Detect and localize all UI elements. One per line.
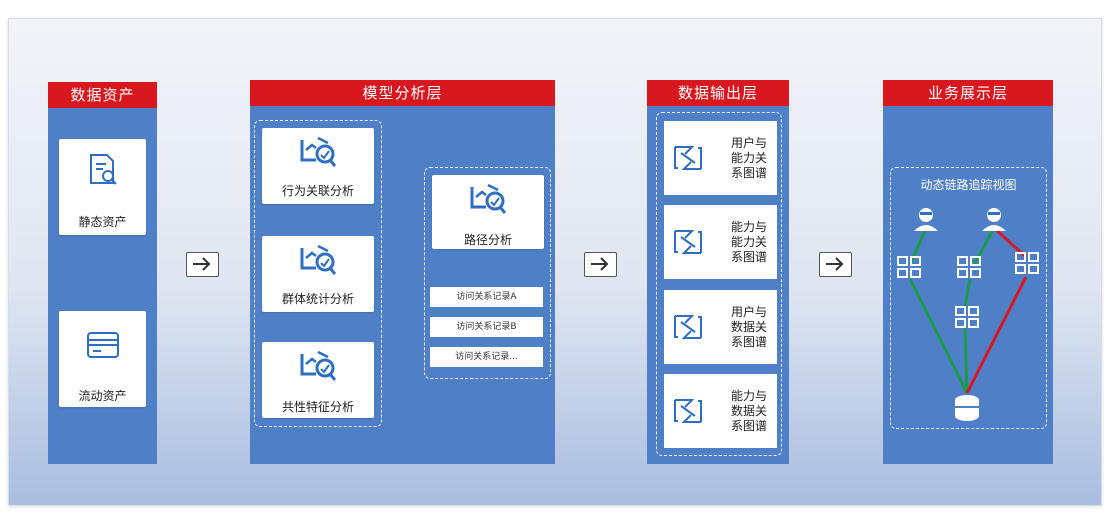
model-group-left — [254, 120, 382, 427]
chart-search-icon — [298, 134, 338, 170]
app-grid-icon — [897, 256, 921, 278]
trace-view-title: 动态链路追踪视图 — [920, 178, 1017, 192]
path-group — [424, 167, 551, 379]
output-card-line: 能力关 — [730, 235, 767, 249]
output-header: 数据输出层 — [647, 80, 789, 106]
output-card-user-ability[interactable]: 用户与 能力关 系图谱 — [664, 121, 777, 195]
output-card-line: 系图谱 — [730, 166, 767, 180]
output-card-line: 数据关 — [730, 320, 767, 334]
trace-graph — [897, 208, 1039, 421]
chart-search-icon — [298, 348, 338, 384]
output-card-line: 能力关 — [730, 151, 767, 165]
output-card-line: 用户与 — [730, 136, 767, 150]
arrow-right-icon — [819, 252, 852, 277]
static-asset-card[interactable]: 静态资产 — [59, 139, 146, 235]
link-icon — [672, 313, 704, 341]
group-stats-label: 群体统计分析 — [281, 292, 354, 306]
chart-search-icon — [468, 181, 508, 217]
record-more[interactable]: 访问关系记录... — [430, 347, 543, 367]
static-asset-label: 静态资产 — [78, 215, 127, 229]
arrow-right-icon — [584, 252, 617, 277]
output-card-line: 能力与 — [730, 389, 767, 403]
arrow-right-icon — [186, 252, 219, 277]
trace-view-group — [890, 167, 1047, 429]
group-stats-card[interactable]: 群体统计分析 — [262, 236, 374, 312]
output-card-user-data[interactable]: 用户与 数据关 系图谱 — [664, 290, 777, 364]
output-group — [656, 112, 782, 456]
link-icon — [672, 397, 704, 425]
flow-asset-label: 流动资产 — [78, 389, 127, 403]
output-card-ability-data[interactable]: 能力与 数据关 系图谱 — [664, 374, 777, 448]
path-analysis-card[interactable]: 路径分析 — [432, 175, 544, 249]
behavior-analysis-label: 行为关联分析 — [281, 184, 354, 198]
output-card-line: 系图谱 — [730, 250, 767, 264]
document-search-icon — [87, 153, 119, 187]
link-icon — [672, 144, 704, 172]
flow-asset-card[interactable]: 流动资产 — [59, 311, 146, 407]
link-icon — [672, 228, 704, 256]
user-icon — [914, 208, 938, 231]
app-grid-icon — [955, 306, 979, 328]
behavior-analysis-card[interactable]: 行为关联分析 — [262, 128, 374, 204]
output-card-line: 能力与 — [730, 220, 767, 234]
card-icon — [86, 331, 120, 359]
output-card-line: 数据关 — [730, 404, 767, 418]
model-header: 模型分析层 — [250, 80, 555, 106]
path-analysis-label: 路径分析 — [463, 233, 512, 247]
output-card-line: 用户与 — [730, 305, 767, 319]
output-card-line: 系图谱 — [730, 335, 767, 349]
user-icon — [982, 208, 1006, 231]
database-icon — [955, 395, 979, 421]
app-grid-icon — [1015, 252, 1039, 274]
output-card-ability-ability[interactable]: 能力与 能力关 系图谱 — [664, 205, 777, 279]
output-card-line: 系图谱 — [730, 419, 767, 433]
chart-search-icon — [298, 242, 338, 278]
record-a[interactable]: 访问关系记录A — [430, 287, 543, 307]
common-feature-label: 共性特征分析 — [281, 400, 354, 414]
record-b[interactable]: 访问关系记录B — [430, 317, 543, 337]
common-feature-card[interactable]: 共性特征分析 — [262, 342, 374, 418]
assets-header: 数据资产 — [48, 82, 157, 108]
trace-edges — [908, 226, 1028, 394]
app-grid-icon — [957, 256, 981, 278]
business-header: 业务展示层 — [883, 80, 1053, 106]
